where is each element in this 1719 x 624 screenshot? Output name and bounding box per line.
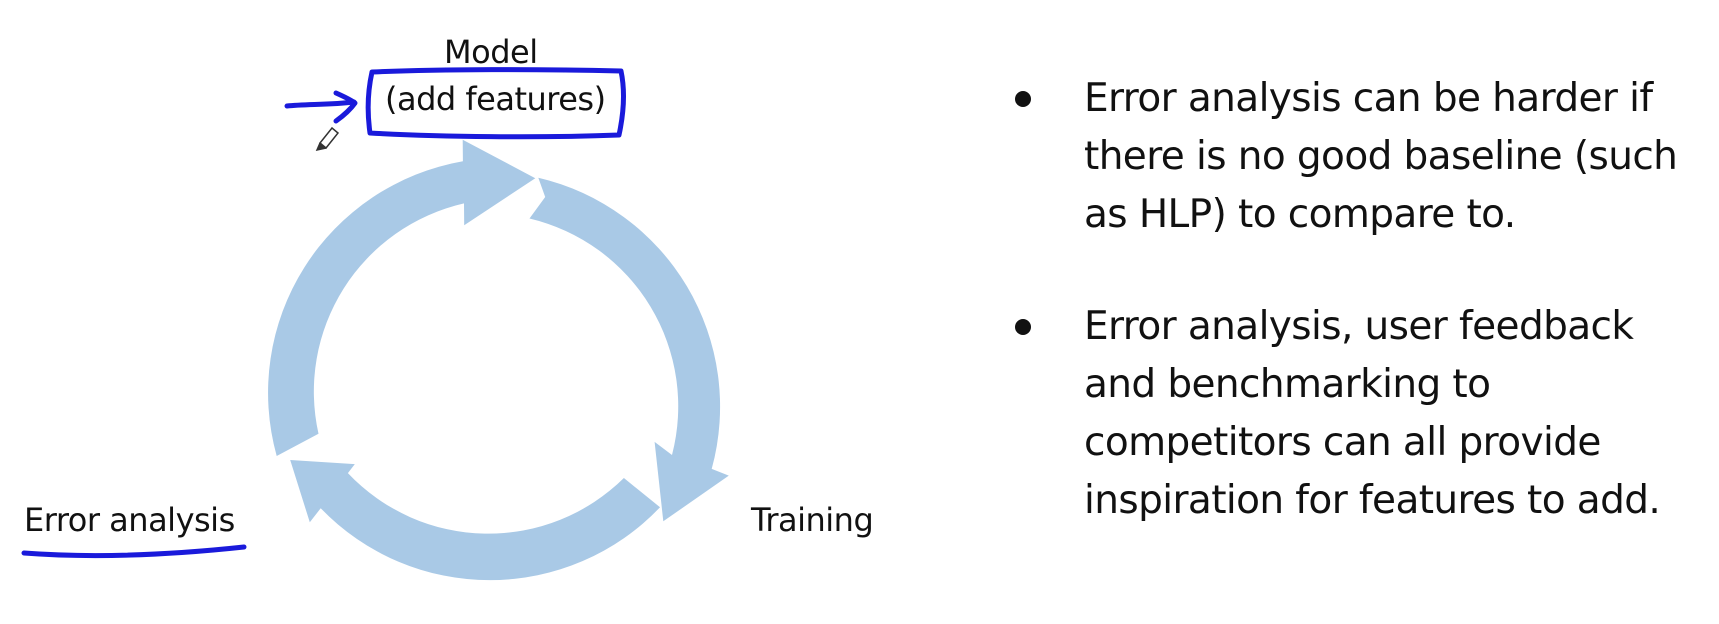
highlight-box — [365, 67, 626, 140]
arrow-shaft — [284, 99, 357, 109]
annotations — [21, 67, 626, 559]
cycle-arrows — [268, 139, 729, 581]
cycle-arrow-right-to-bottom — [290, 460, 660, 581]
cycle-arrow-top-to-right — [529, 177, 729, 522]
bullet-dot — [1015, 319, 1031, 335]
add-features-label: (add features) — [385, 80, 606, 118]
model-label: Model — [444, 33, 538, 71]
bullet-item-baseline: Error analysis can be harder if there is… — [1010, 70, 1710, 244]
pen-icon — [315, 126, 340, 152]
error-analysis-label: Error analysis — [24, 501, 235, 539]
arrow-head — [333, 90, 358, 124]
cycle-arrow-left-to-top — [268, 139, 536, 456]
bullet-text: Error analysis, user feedback and benchm… — [1084, 304, 1661, 523]
training-label: Training — [751, 501, 874, 539]
error-analysis-underline — [21, 544, 247, 559]
bullet-list: Error analysis can be harder if there is… — [1010, 70, 1710, 584]
bullet-text: Error analysis can be harder if there is… — [1084, 76, 1678, 237]
bullet-dot — [1015, 91, 1031, 107]
bullet-item-inspiration: Error analysis, user feedback and benchm… — [1010, 298, 1710, 530]
